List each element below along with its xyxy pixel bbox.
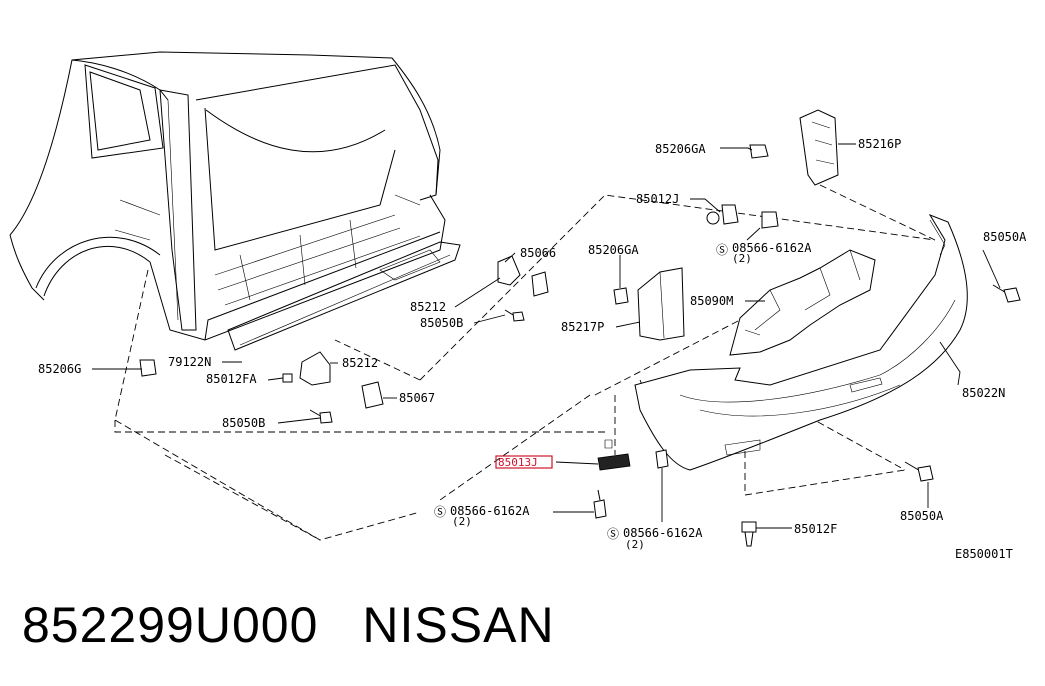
label-85050A-bottom: 85050A xyxy=(900,509,944,523)
bumper-fascia-85022N xyxy=(634,214,968,471)
label-08566-mid: 08566-6162A xyxy=(623,526,703,540)
bolt-85050B-upper xyxy=(504,309,525,322)
leader-lines xyxy=(92,143,1001,529)
vehicle-rear-body xyxy=(9,51,461,351)
caption: 852299U000 NISSAN xyxy=(22,596,555,654)
circle-s-icon: Ⓢ xyxy=(716,243,728,257)
assembly-dashed-lines xyxy=(114,184,936,541)
bracket-85013J xyxy=(597,439,631,471)
label-85067: 85067 xyxy=(399,391,435,405)
energy-absorber-85090M xyxy=(729,249,876,356)
label-79122N: 79122N xyxy=(168,355,211,369)
circle-s-icon: Ⓢ xyxy=(607,527,619,541)
label-08566-left-qty: (2) xyxy=(452,515,472,528)
clip-85012J-top xyxy=(706,204,779,229)
label-85012J-top: 85012J xyxy=(636,192,679,206)
label-08566-mid-qty: (2) xyxy=(625,538,645,551)
label-85216P: 85216P xyxy=(858,137,901,151)
screw-08566-mid xyxy=(655,449,669,469)
label-85012F: 85012F xyxy=(794,522,837,536)
clip-85206GA-mid xyxy=(613,287,629,305)
bracket-85067 xyxy=(361,381,384,409)
label-85012FA: 85012FA xyxy=(206,372,257,386)
label-08566-top-qty: (2) xyxy=(732,252,752,265)
highlight-box xyxy=(495,455,553,469)
label-85206G: 85206G xyxy=(38,362,81,376)
bolt-85050A-bottom xyxy=(904,461,934,482)
bracket-85216P xyxy=(799,109,839,186)
circle-s-icon: Ⓢ xyxy=(434,505,446,519)
label-85050B-lower: 85050B xyxy=(222,416,265,430)
label-85206GA-top: 85206GA xyxy=(655,142,706,156)
label-85050B-upper: 85050B xyxy=(420,316,463,330)
label-85066: 85066 xyxy=(520,246,556,260)
bracket-85217P xyxy=(637,267,685,341)
bracket-85212-lower xyxy=(299,351,331,386)
screw-08566-left xyxy=(593,489,607,519)
bolt-85050A-top xyxy=(992,284,1021,303)
bracket-85066 xyxy=(497,255,549,297)
part-labels: 85206GA 85216P 85012J Ⓢ 08566-6162A (2) … xyxy=(38,137,1027,561)
bolt-85050B-lower xyxy=(309,409,333,424)
label-85022N: 85022N xyxy=(962,386,1005,400)
label-85090M: 85090M xyxy=(690,294,733,308)
label-85212-lower: 85212 xyxy=(342,356,378,370)
brand-name: NISSAN xyxy=(362,597,555,653)
label-85212-upper: 85212 xyxy=(410,300,446,314)
label-85217P: 85217P xyxy=(561,320,604,334)
label-85013J: 85013J xyxy=(498,456,538,469)
clip-85012FA xyxy=(282,373,293,383)
diagram-code: E850001T xyxy=(955,547,1013,561)
clip-85206G xyxy=(139,359,157,377)
label-08566-left: 08566-6162A xyxy=(450,504,530,518)
label-85050A-top: 85050A xyxy=(983,230,1027,244)
label-85206GA-mid: 85206GA xyxy=(588,243,639,257)
label-08566-top: 08566-6162A xyxy=(732,241,812,255)
clip-85012F xyxy=(741,521,757,547)
part-number: 852299U000 xyxy=(22,597,319,653)
clip-85206GA-top xyxy=(747,144,769,159)
